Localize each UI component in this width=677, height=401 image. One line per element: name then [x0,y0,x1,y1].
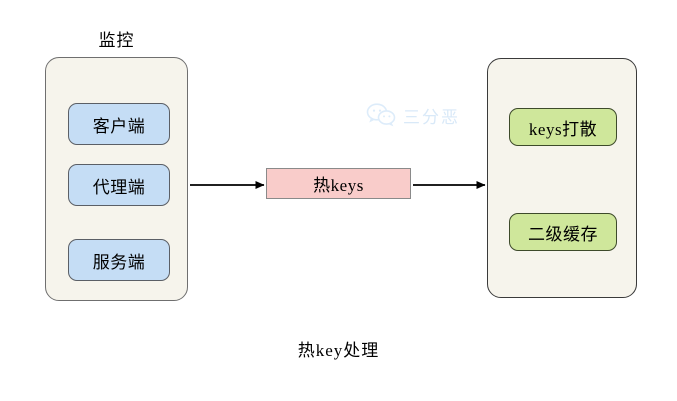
watermark-text: 三分恶 [403,107,460,127]
solution-group-panel [487,58,637,298]
wechat-icon [366,103,396,127]
diagram-caption: 热key处理 [297,341,380,360]
monitor-group-title: 监控 [98,31,135,50]
node-second-level-cache[interactable]: 二级缓存 [509,213,617,251]
node-hot-keys[interactable]: 热keys [266,168,411,199]
watermark: 三分恶 [366,102,460,128]
node-keys-sharding[interactable]: keys打散 [509,108,617,146]
node-client[interactable]: 客户端 [68,103,170,145]
node-server[interactable]: 服务端 [68,239,170,281]
node-proxy[interactable]: 代理端 [68,164,170,206]
